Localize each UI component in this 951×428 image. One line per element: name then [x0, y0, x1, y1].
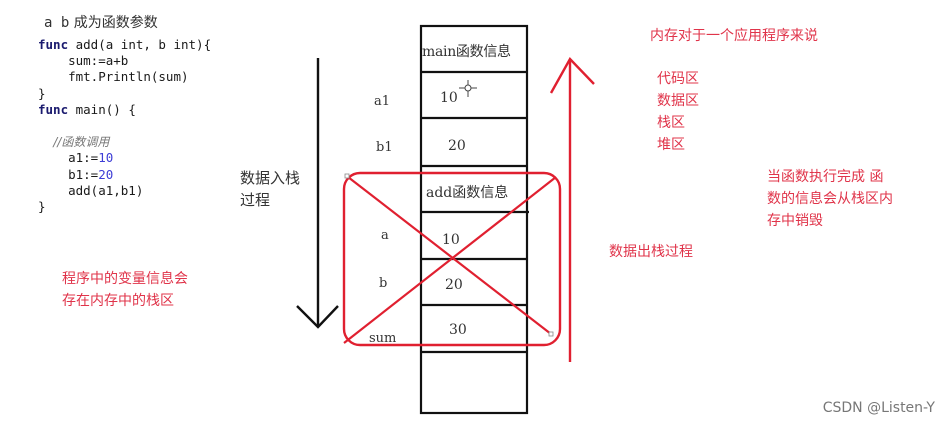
code-line: }: [38, 86, 211, 102]
pop-process-label: 数据出栈过程: [609, 244, 693, 260]
destroy-note: 当函数执行完成 函 数的信息会从栈区内 存中销毁: [767, 166, 893, 232]
code-text: }: [38, 199, 46, 215]
handle-icon: [548, 331, 554, 337]
code-heading-params: a b: [44, 15, 70, 31]
code-text: a1:=: [38, 150, 99, 166]
stack-label-a1: a1: [374, 94, 391, 109]
memory-area-code: 代码区: [657, 71, 699, 87]
code-heading: a b 成为函数参数: [44, 12, 158, 32]
code-block: func add(a int, b int){ sum:=a+b fmt.Pri…: [38, 37, 211, 215]
push-process-line: 数据入栈: [240, 169, 301, 187]
stack-cell-add-info: add函数信息: [426, 185, 509, 201]
pop-arrow-icon: [549, 56, 595, 362]
code-line: //函数调用: [38, 134, 211, 150]
code-number: 10: [98, 150, 114, 166]
push-arrow-icon: [296, 58, 339, 329]
code-comment: //函数调用: [38, 135, 110, 150]
code-line: func main() {: [38, 102, 211, 118]
code-line: b1:=20: [38, 167, 211, 183]
stack-label-sum: sum: [369, 331, 397, 346]
code-number: 20: [98, 166, 114, 182]
stack-cell-a1-value: 10: [440, 90, 458, 106]
stack-note: 程序中的变量信息会 存在内存中的栈区: [62, 268, 188, 312]
stack-cell-b-value: 20: [445, 277, 463, 293]
memory-area-data: 数据区: [657, 93, 699, 109]
destroy-note-line: 存中销毁: [767, 213, 823, 229]
stack-frame: [419, 24, 529, 415]
code-text: fmt.Println(sum): [38, 69, 189, 85]
code-line: fmt.Println(sum): [38, 69, 211, 85]
destroy-note-line: 数的信息会从栈区内: [767, 191, 893, 207]
code-text: add(a int, b int){: [68, 37, 212, 52]
stack-label-b: b: [379, 276, 388, 291]
code-line: func add(a int, b int){: [38, 37, 211, 53]
stack-label-a: a: [381, 228, 389, 243]
code-text: b1:=: [38, 166, 99, 182]
stack-label-b1: b1: [376, 140, 393, 155]
code-line: }: [38, 199, 211, 215]
code-text: sum:=a+b: [38, 53, 129, 69]
code-heading-text: 成为函数参数: [73, 15, 158, 31]
handle-icon: [344, 173, 350, 179]
add-frame-highlight: [342, 171, 562, 347]
memory-areas-list: 代码区 数据区 栈区 堆区: [657, 68, 699, 156]
stack-cell-sum-value: 30: [449, 322, 467, 338]
code-keyword: func: [38, 101, 69, 117]
stack-cell-main-info: main函数信息: [422, 44, 511, 60]
memory-area-stack: 栈区: [657, 115, 685, 131]
destroy-note-line: 当函数执行完成 函: [767, 169, 884, 185]
stack-note-line: 程序中的变量信息会: [62, 271, 188, 287]
push-process-label: 数据入栈 过程: [240, 167, 300, 211]
cross-out-icon: [343, 176, 557, 344]
crosshair-cursor-icon: [459, 80, 477, 97]
code-keyword: func: [38, 37, 69, 52]
push-process-line: 过程: [240, 191, 271, 209]
memory-area-heap: 堆区: [657, 137, 685, 153]
watermark: CSDN @Listen-Y: [822, 400, 935, 416]
memory-heading: 内存对于一个应用程序来说: [650, 28, 818, 44]
stack-note-line: 存在内存中的栈区: [62, 293, 174, 309]
code-text: add(a1,b1): [38, 182, 144, 198]
stack-dividers: [421, 70, 529, 354]
code-text: }: [38, 85, 46, 101]
code-text: main() {: [68, 101, 136, 117]
code-line: a1:=10: [38, 150, 211, 166]
code-line: sum:=a+b: [38, 53, 211, 69]
stack-cell-b1-value: 20: [448, 138, 466, 154]
code-line: add(a1,b1): [38, 183, 211, 199]
stack-cell-a-value: 10: [442, 232, 460, 248]
